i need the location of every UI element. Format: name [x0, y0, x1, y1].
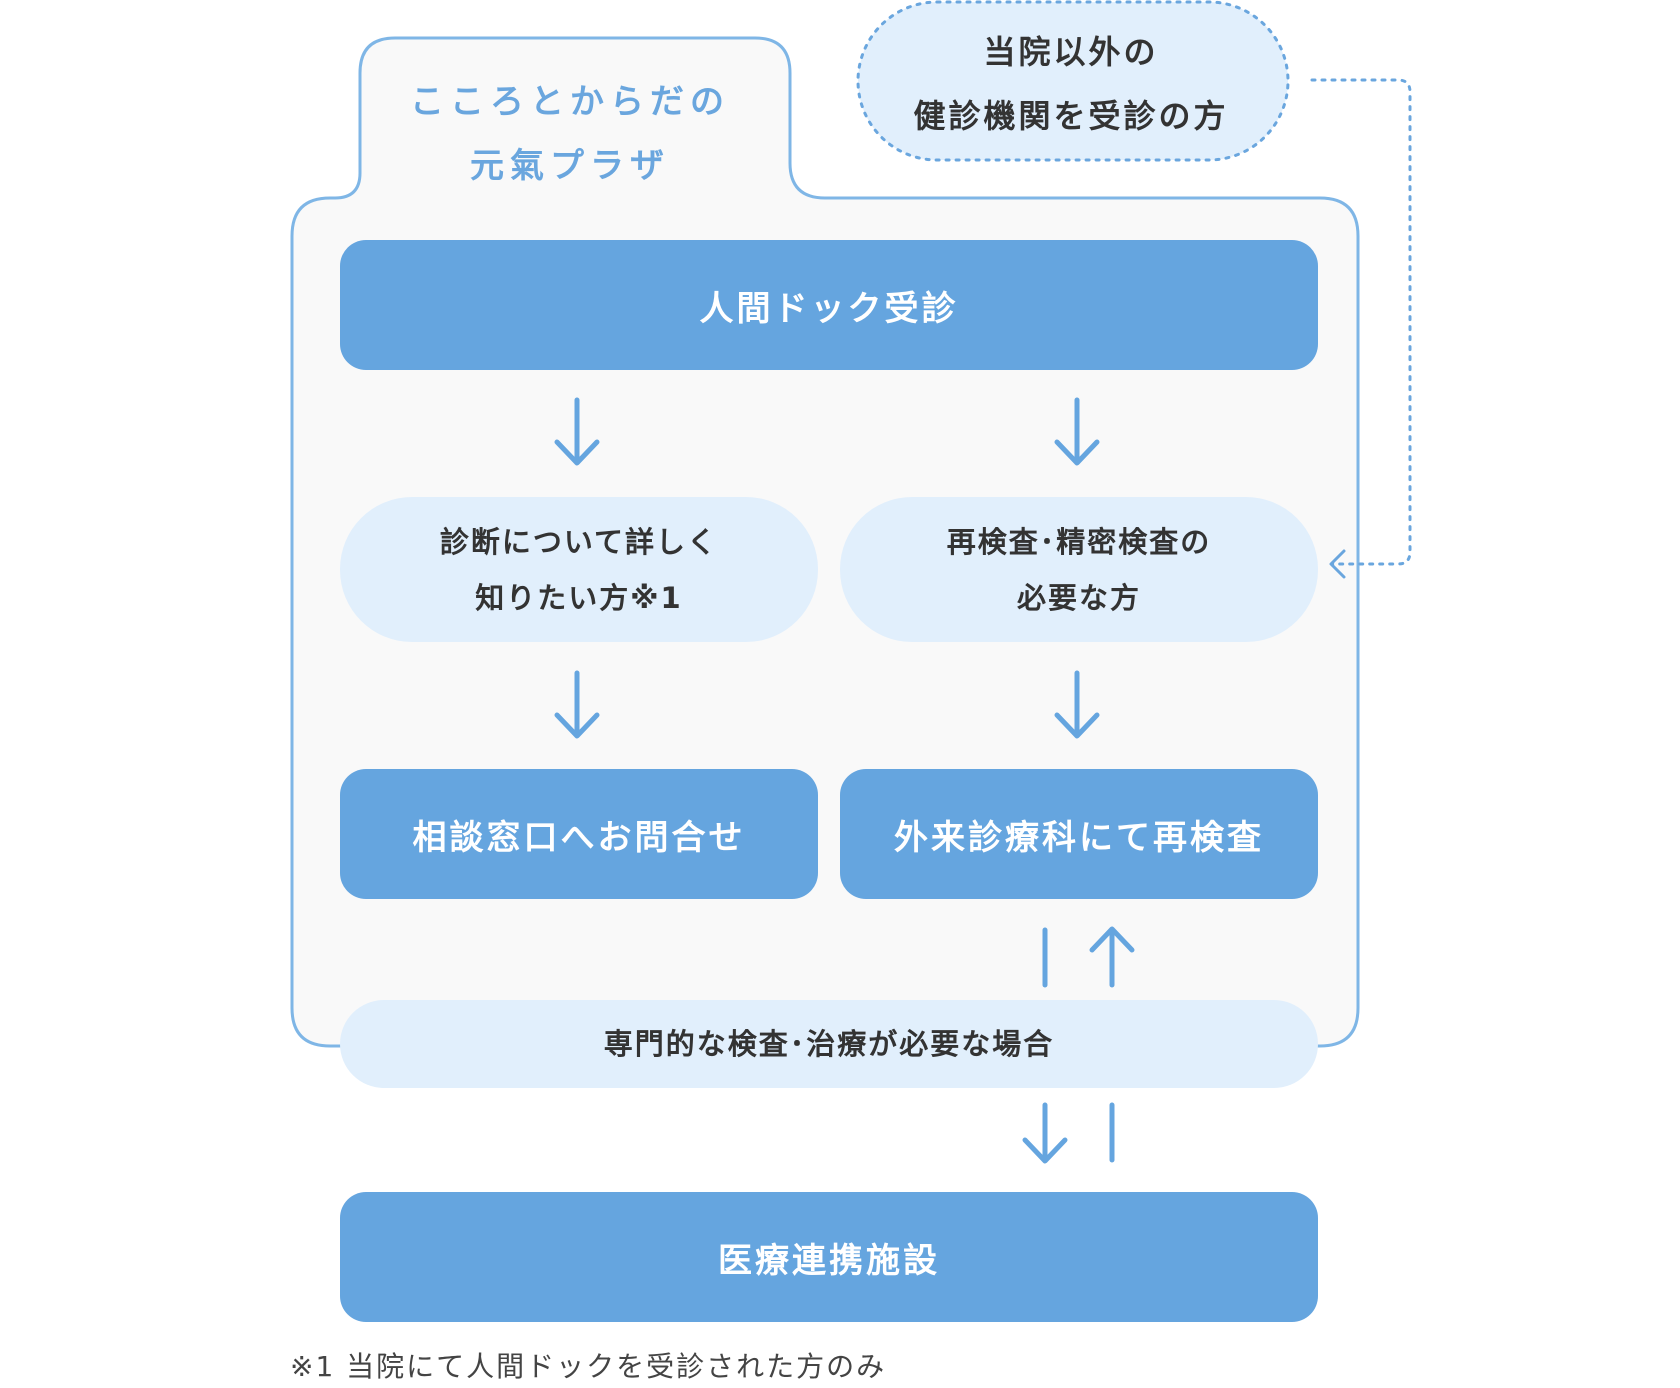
container-title: こころとからだの 元氣プラザ — [410, 82, 730, 186]
arrow-recheck-to-outpatient — [1054, 670, 1100, 739]
arrow-dock-to-recheck — [1054, 397, 1100, 466]
node-detail-label: 診断について詳しく 知りたい方※1 — [439, 524, 719, 615]
node-recheck-need: 再検査･精密検査の 必要な方 — [840, 497, 1318, 642]
node-recheck-need-label: 再検査･精密検査の 必要な方 — [946, 524, 1212, 615]
node-partner-label: 医療連携施設 — [718, 1240, 940, 1281]
external-dotted-arrowhead — [1329, 549, 1346, 579]
node-outpatient: 外来診療科にて再検査 — [840, 769, 1318, 899]
external-source-label: 当院以外の 健診機関を受診の方 — [913, 33, 1229, 135]
node-dock: 人間ドック受診 — [340, 240, 1318, 370]
external-dotted-connector — [1310, 78, 1412, 566]
node-consult-label: 相談窓口へお問合せ — [412, 817, 746, 858]
external-source-bubble — [856, 0, 1290, 162]
arrow-special-to-outpatient — [1042, 926, 1135, 988]
node-special-label: 専門的な検査･治療が必要な場合 — [603, 1027, 1055, 1061]
footnote: ※1 当院にて人間ドックを受診された方のみ — [290, 1350, 887, 1383]
arrow-special-to-partner — [1022, 1102, 1115, 1164]
node-partner: 医療連携施設 — [340, 1192, 1318, 1322]
node-special: 専門的な検査･治療が必要な場合 — [340, 1000, 1318, 1088]
node-dock-label: 人間ドック受診 — [699, 288, 959, 329]
node-consult: 相談窓口へお問合せ — [340, 769, 818, 899]
arrow-dock-to-detail — [554, 397, 600, 466]
node-outpatient-label: 外来診療科にて再検査 — [894, 817, 1264, 858]
arrow-detail-to-consult — [554, 670, 600, 739]
node-detail: 診断について詳しく 知りたい方※1 — [340, 497, 818, 642]
